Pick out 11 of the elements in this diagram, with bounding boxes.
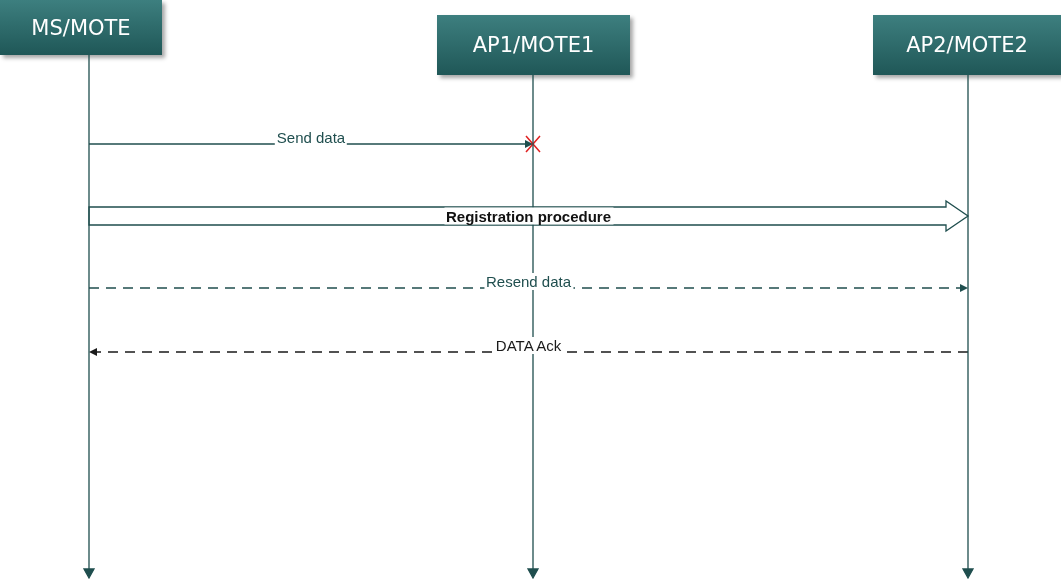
participant-box: AP1/MOTE1 <box>437 15 630 75</box>
participant-box: AP2/MOTE2 <box>873 15 1061 75</box>
lifeline-arrow <box>84 55 94 578</box>
dashed-arrow <box>88 284 969 292</box>
edge-label: Registration procedure <box>444 207 613 225</box>
edge-label: DATA Ack <box>493 337 564 354</box>
edge-label: Resend data <box>483 273 574 290</box>
dashed-arrow <box>88 348 969 356</box>
participant-box: MS/MOTE <box>0 0 162 55</box>
lifeline-arrow <box>963 75 973 578</box>
edge-label: Send data <box>274 129 348 146</box>
